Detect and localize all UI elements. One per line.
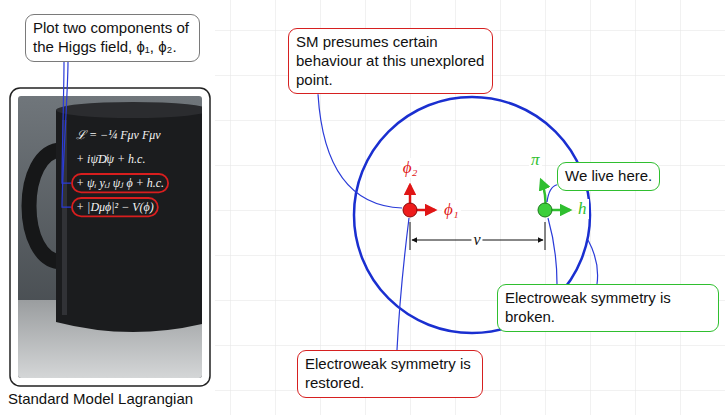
note-box: SM presumes certain behaviour at this un…	[288, 28, 493, 94]
axis-label: π	[529, 150, 542, 170]
dimension-tick	[410, 222, 411, 250]
callout-box: Plot two components of the Higgs field, …	[25, 14, 200, 62]
leader-line	[548, 218, 557, 284]
highlight-ring	[72, 198, 158, 216]
highlight-ring	[72, 174, 168, 192]
axis-label: ϕ₁	[442, 200, 461, 220]
mug-formula: + iψ̄D̸ψ + h.c.	[76, 152, 145, 166]
grid-paper	[215, 0, 725, 415]
dimension-label: v	[471, 230, 482, 249]
note-box: Electroweak symmetry is broken.	[497, 284, 719, 332]
leader-line	[318, 94, 402, 208]
box-text: SM presumes certain behaviour at this un…	[296, 33, 485, 89]
leader-line	[62, 62, 71, 208]
box-text: Plot two components of the Higgs field, …	[33, 19, 192, 57]
mug-photo	[18, 96, 202, 378]
photo-caption: Standard Model Lagrangian	[8, 390, 193, 408]
leader-line	[588, 240, 598, 284]
mug-formula: ℒ = −¼ Fμν Fμν	[76, 128, 161, 142]
mug-rim	[56, 102, 202, 118]
dimension-tick	[545, 222, 546, 250]
box-text: Electroweak symmetry is broken.	[505, 289, 711, 327]
vacuum-dot	[538, 203, 552, 217]
box-text: We live here.	[565, 167, 652, 186]
mug-formula: + |Dμϕ|² − V(ϕ)	[76, 200, 154, 214]
note-box: We live here.	[557, 162, 660, 191]
origin-dot	[403, 203, 417, 217]
box-text: Electroweak symmetry is restored.	[305, 355, 475, 393]
axis-label: h	[576, 199, 589, 219]
axis-label: ϕ₂	[401, 158, 420, 178]
leader-line	[397, 218, 409, 350]
mug-formula: + ψᵢ yᵢⱼ ψⱼ ϕ + h.c.	[76, 176, 164, 190]
mug-body	[56, 110, 202, 332]
leader-line	[547, 185, 557, 202]
note-box: Electroweak symmetry is restored.	[297, 350, 483, 398]
photo-frame	[10, 88, 210, 386]
